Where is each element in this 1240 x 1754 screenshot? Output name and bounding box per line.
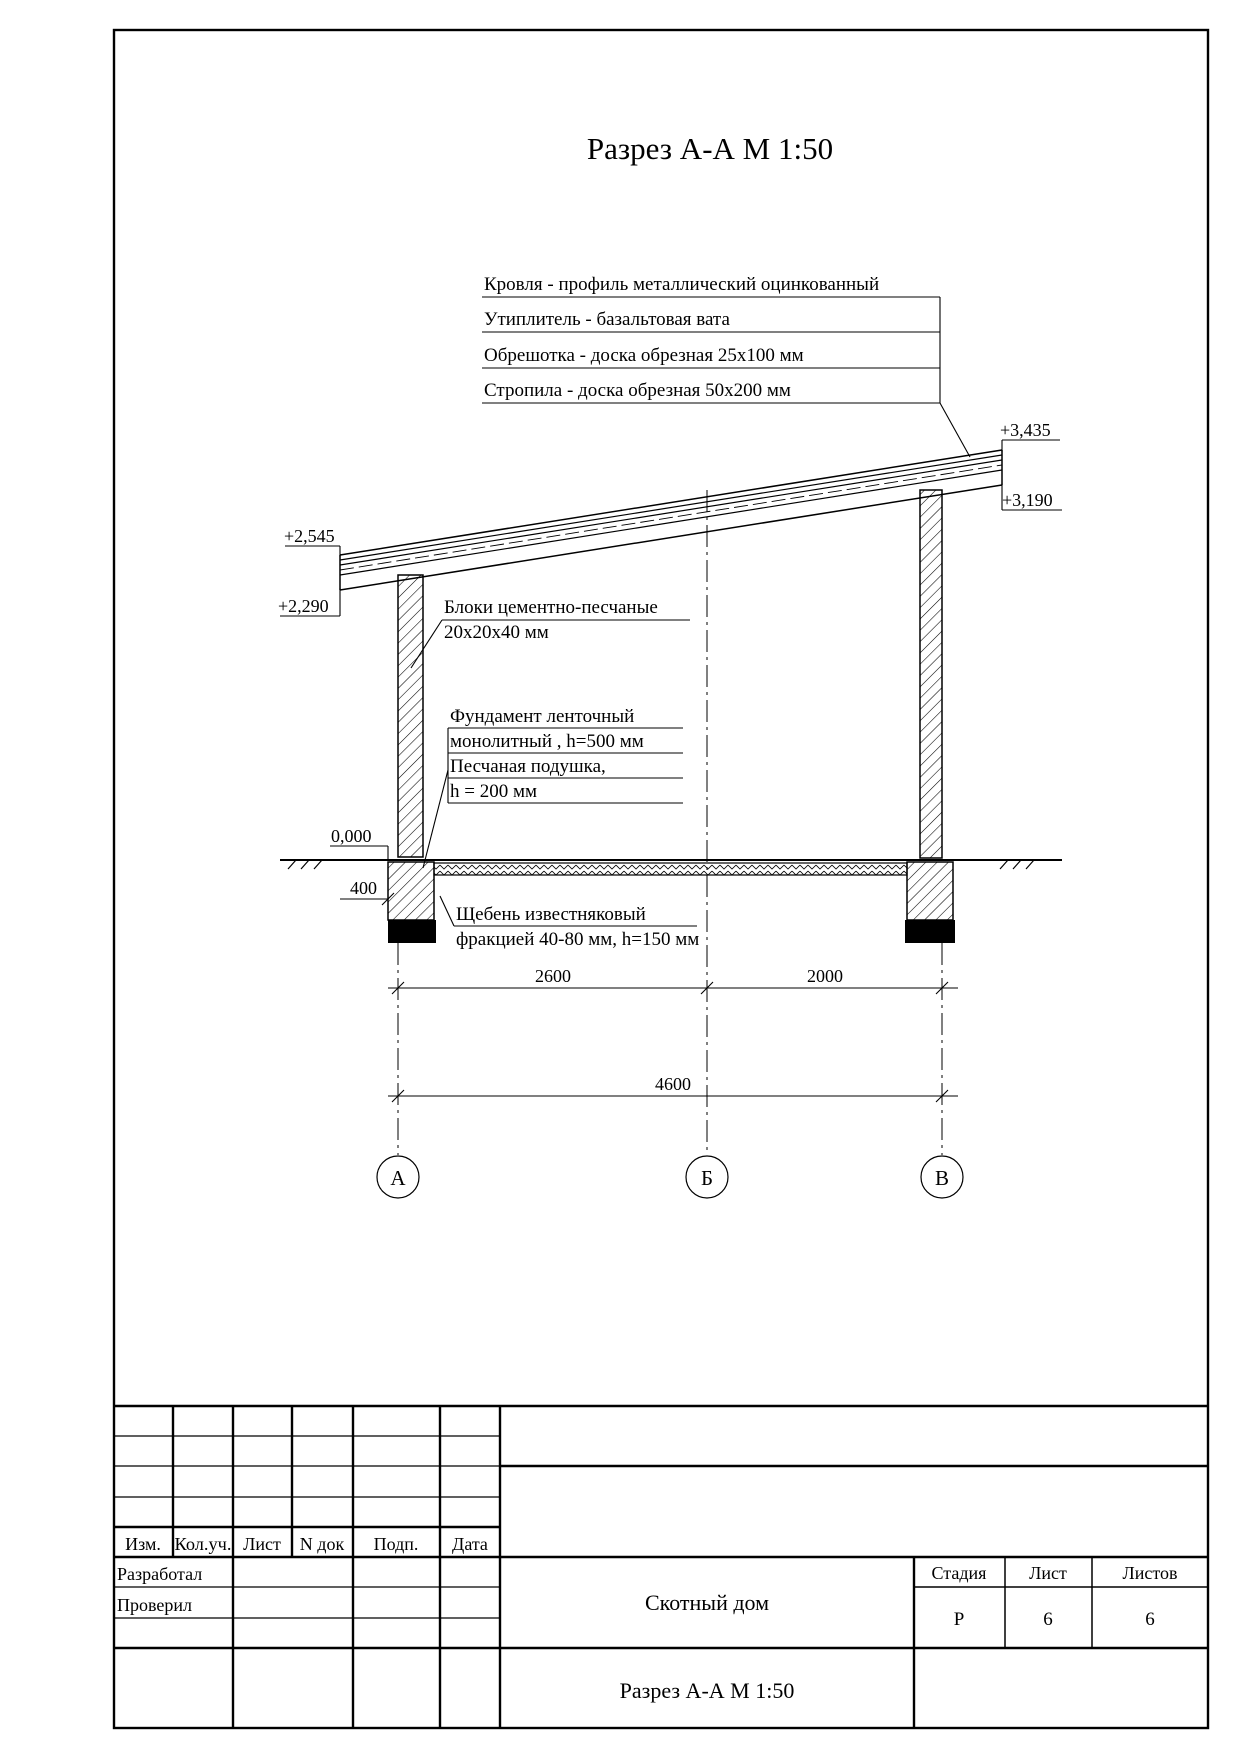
rev-header-data: Дата — [452, 1534, 488, 1554]
project-name: Скотный дом — [645, 1590, 769, 1615]
gravel-layer — [433, 862, 908, 876]
dimension-total: 4600 — [655, 1074, 691, 1094]
axis-bubble-a — [376, 1155, 420, 1199]
dimension-span-bv: 2000 — [807, 966, 843, 986]
dimension-span-ab: 2600 — [535, 966, 571, 986]
foundation-note-line-3: Песчаная подушка, — [450, 756, 606, 777]
dimension-lines — [388, 981, 958, 1103]
roof — [339, 449, 1003, 591]
roof-layer-3: Обрешотка - доска обрезная 25х100 мм — [484, 345, 804, 366]
right-wall — [919, 489, 943, 859]
title-block — [114, 1404, 1208, 1728]
foundation-note-line-1: Фундамент ленточный — [450, 706, 634, 727]
left-foundation — [387, 861, 435, 921]
foundation-note: Фундамент ленточный монолитный , h=500 м… — [422, 706, 683, 869]
sheets-value: 6 — [1145, 1609, 1155, 1630]
roof-layer-4: Стропила - доска обрезная 50х200 мм — [484, 380, 791, 401]
axis-label-b: Б — [701, 1166, 713, 1190]
left-sand-cushion — [388, 920, 436, 943]
stage-value: Р — [954, 1609, 965, 1630]
sheet-value: 6 — [1043, 1609, 1053, 1630]
wall-note: Блоки цементно-песчаные 20х20х40 мм — [410, 597, 690, 669]
right-sand-cushion — [905, 920, 955, 943]
axis-bubbles: А Б В — [376, 1155, 964, 1199]
rev-header-izm: Изм. — [125, 1534, 161, 1554]
axis-label-v: В — [935, 1166, 949, 1190]
axis-bubble-b — [685, 1155, 729, 1199]
elevation-roof-low-bottom: +2,290 — [278, 596, 329, 616]
sheet-frame — [112, 28, 1210, 1730]
checked-by-label: Проверил — [117, 1595, 192, 1615]
rev-header-ndok: N док — [300, 1534, 345, 1554]
sheets-label: Листов — [1123, 1563, 1178, 1583]
roof-layer-1: Кровля - профиль металлический оцинкован… — [484, 274, 879, 295]
foundation-note-line-2: монолитный , h=500 мм — [450, 731, 644, 752]
right-foundation — [906, 861, 954, 921]
elevation-roof-high-bottom: +3,190 — [1002, 490, 1053, 510]
gravel-note-line-2: фракцией 40-80 мм, h=150 мм — [456, 929, 699, 950]
wall-note-line-1: Блоки цементно-песчаные — [444, 597, 658, 618]
ground-line — [280, 859, 1062, 870]
depth-dimension — [340, 892, 395, 906]
left-wall — [397, 574, 424, 858]
axis-label-a: А — [390, 1166, 406, 1190]
elevation-ground: 0,000 — [331, 826, 372, 846]
elevation-roof-low-top: +2,545 — [284, 526, 335, 546]
wall-note-line-2: 20х20х40 мм — [444, 622, 549, 643]
roof-layer-2: Утиплитель - базальтовая вата — [484, 309, 730, 330]
elevation-roof-high-top: +3,435 — [1000, 420, 1051, 440]
drawing-title: Разрез А-А М 1:50 — [587, 131, 833, 166]
foundation-note-line-4: h = 200 мм — [450, 781, 537, 802]
depth-dimension-value: 400 — [350, 878, 377, 898]
sheet-name: Разрез А-А М 1:50 — [620, 1678, 795, 1703]
elevation-marks — [280, 439, 1062, 860]
rev-header-kol: Кол.уч. — [175, 1534, 232, 1554]
developed-by-label: Разработал — [117, 1564, 202, 1584]
title-block-text: Изм. Кол.уч. Лист N док Подп. Дата Разра… — [117, 1534, 1177, 1703]
roof-layers-callout: Кровля - профиль металлический оцинкован… — [482, 274, 971, 458]
axis-lines — [397, 490, 943, 1155]
axis-bubble-v — [920, 1155, 964, 1199]
stage-label: Стадия — [932, 1563, 987, 1583]
sheet-label: Лист — [1029, 1563, 1067, 1583]
rev-header-list: Лист — [243, 1534, 281, 1554]
gravel-note-line-1: Щебень известняковый — [456, 904, 646, 925]
rev-header-podp: Подп. — [374, 1534, 419, 1554]
gravel-note: Щебень известняковый фракцией 40-80 мм, … — [439, 895, 699, 950]
